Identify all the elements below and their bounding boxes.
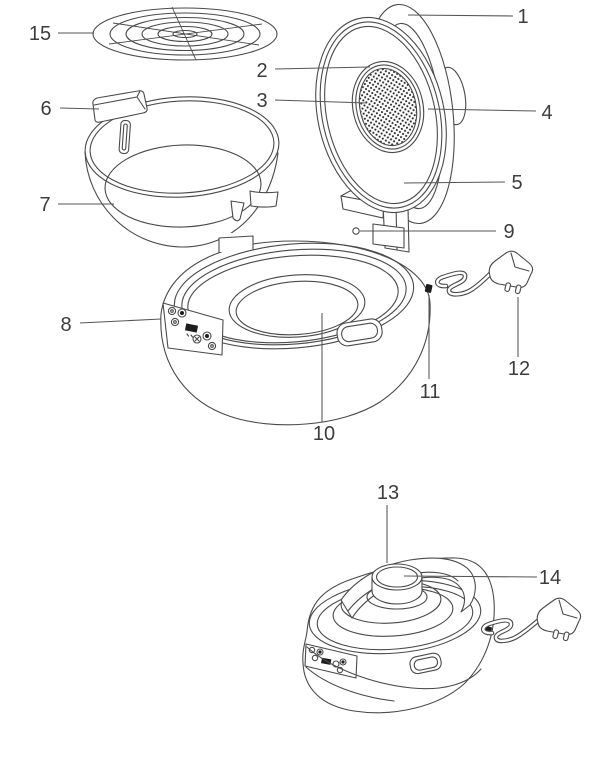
- pan-handle: [92, 90, 148, 123]
- leader-line-4: [427, 108, 537, 112]
- panel-button: [308, 646, 316, 654]
- panel-button: [316, 648, 324, 656]
- plug-prong: [562, 631, 570, 642]
- hinge-pin: [352, 227, 360, 235]
- leader-line-6: [59, 107, 100, 110]
- mesh-filter: [358, 67, 418, 147]
- callout-label-10: 10: [313, 423, 335, 445]
- callout-label-2: 2: [256, 60, 267, 82]
- plug-prong: [552, 629, 560, 639]
- panel-button: [192, 334, 202, 344]
- leader-line-2: [274, 66, 371, 70]
- pan-slot-bracket: [118, 119, 131, 155]
- lid-rim-rings: [324, 25, 438, 205]
- callout-label-9: 9: [503, 221, 514, 243]
- bowl-interior: [228, 274, 366, 338]
- side-handle-pocket: [336, 318, 383, 347]
- leader-line-3: [274, 99, 368, 104]
- callout-label-14: 14: [539, 567, 561, 589]
- panel-button: [167, 306, 177, 316]
- display-screen: [184, 323, 199, 333]
- body-seam: [306, 646, 482, 690]
- hinge-recess: [218, 235, 254, 253]
- callout-label-15: 15: [29, 23, 51, 45]
- basket-pan-drawing: [84, 90, 280, 248]
- callout-label-5: 5: [511, 172, 522, 194]
- leader-line-8: [79, 318, 162, 324]
- pan-side-bracket: [249, 190, 279, 208]
- plug-prong: [504, 282, 512, 292]
- filter-ring: [351, 60, 425, 154]
- callout-label-6: 6: [40, 98, 51, 120]
- callout-label-12: 12: [508, 358, 530, 380]
- assembled-side-pocket: [409, 652, 442, 675]
- power-socket: [424, 284, 433, 293]
- panel-button: [207, 341, 217, 351]
- power-plug: [488, 250, 534, 289]
- main-body-drawing: [160, 233, 433, 426]
- assembled-unit-drawing: [302, 557, 582, 714]
- pan-floor: [104, 144, 262, 228]
- callout-label-8: 8: [60, 314, 71, 336]
- assembled-power-plug: [536, 597, 582, 636]
- panel-button: [339, 658, 347, 666]
- callout-labels: 1 2 3 4 5 6 7 8 9 10 11 12 13 14 15: [29, 6, 561, 589]
- callout-label-4: 4: [541, 102, 552, 124]
- callout-label-7: 7: [39, 194, 50, 216]
- plug-prong: [514, 284, 522, 295]
- callout-label-11: 11: [420, 381, 441, 403]
- leader-lines: [58, 14, 538, 578]
- panel-button: [177, 308, 187, 318]
- callout-label-1: 1: [517, 6, 528, 28]
- panel-button: [202, 331, 212, 341]
- leader-line-14: [403, 575, 538, 578]
- callout-label-13: 13: [377, 482, 399, 504]
- pan-clip: [230, 200, 245, 222]
- lid-assembly-drawing: [315, 3, 467, 253]
- panel-button: [332, 660, 340, 668]
- callout-label-3: 3: [256, 90, 267, 112]
- power-cord-drawing: [435, 250, 534, 297]
- rack-wire: [112, 22, 260, 46]
- leader-line-1: [407, 14, 514, 17]
- leader-line-5: [403, 181, 506, 184]
- wire-rack-drawing: [92, 6, 278, 61]
- panel-button: [170, 317, 180, 327]
- panel-button: [311, 654, 319, 662]
